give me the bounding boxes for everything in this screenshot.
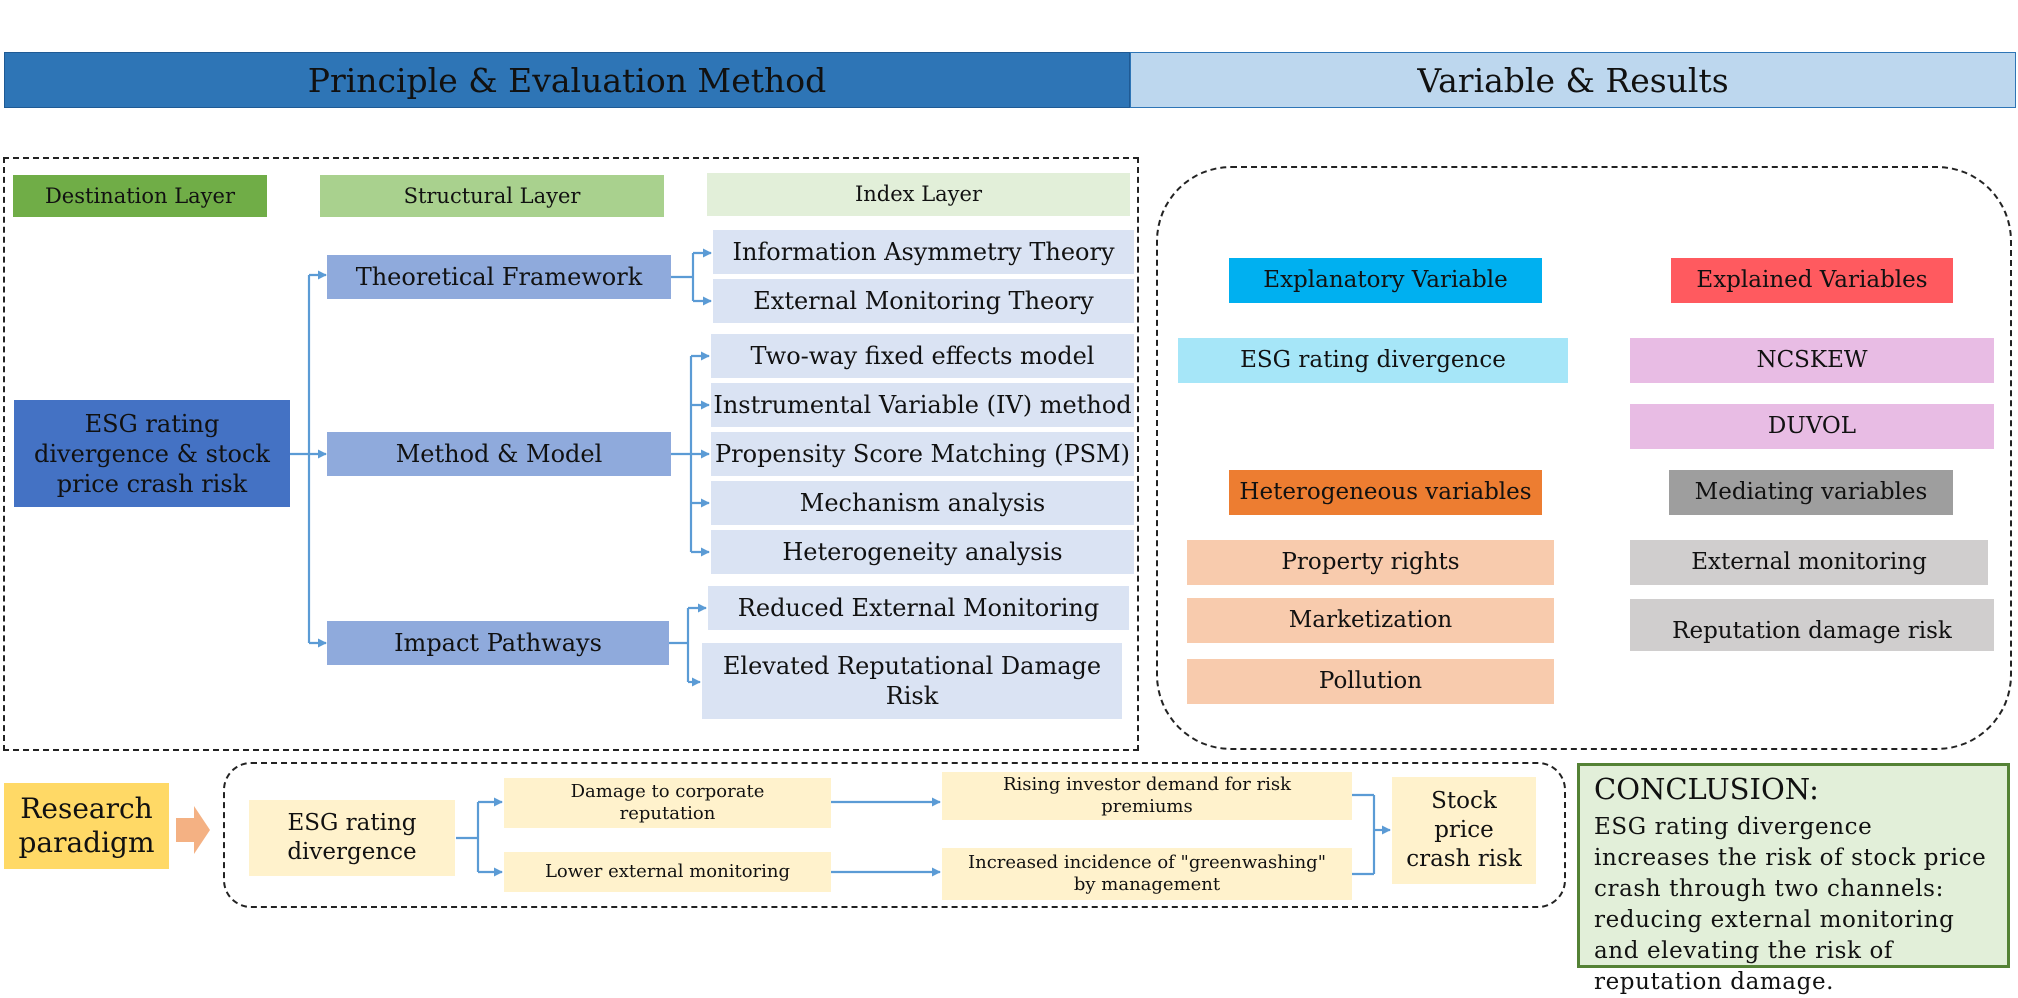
- mediating-reputation-damage-risk: Reputation damage risk: [1630, 599, 1994, 651]
- header-left: Principle & Evaluation Method: [4, 52, 1130, 108]
- index-external-monitoring-theory: External Monitoring Theory: [713, 279, 1134, 323]
- destination-layer-label: Destination Layer: [13, 175, 267, 217]
- index-layer-label: Index Layer: [707, 173, 1130, 216]
- paradigm-frame: [223, 762, 1566, 908]
- theoretical-framework-box: Theoretical Framework: [327, 255, 671, 299]
- paradigm-start-box: ESG rating divergence: [249, 800, 455, 876]
- index-mechanism-analysis: Mechanism analysis: [711, 481, 1134, 525]
- heterogeneous-marketization: Marketization: [1187, 598, 1554, 643]
- index-two-way-fixed-effects: Two-way fixed effects model: [711, 334, 1134, 378]
- impact-pathways-box: Impact Pathways: [327, 621, 669, 665]
- paradigm-end-box: Stock price crash risk: [1392, 777, 1536, 884]
- heterogeneous-pollution: Pollution: [1187, 659, 1554, 704]
- variables-frame: [1156, 166, 2012, 750]
- mediating-external-monitoring: External monitoring: [1630, 540, 1988, 585]
- mediating-variables-title: Mediating variables: [1669, 470, 1953, 515]
- method-frame: [3, 157, 1139, 751]
- index-information-asymmetry: Information Asymmetry Theory: [713, 230, 1134, 274]
- index-propensity-score-matching: Propensity Score Matching (PSM): [711, 432, 1134, 476]
- conclusion-title: CONCLUSION:: [1594, 772, 1819, 806]
- explanatory-variable-item: ESG rating divergence: [1178, 338, 1568, 383]
- research-paradigm-label: Research paradigm: [4, 783, 169, 869]
- root-node: ESG rating divergence & stock price cras…: [14, 400, 290, 507]
- paradigm-right-top-box: Rising investor demand for risk premiums: [942, 772, 1352, 820]
- paradigm-mid-bottom-box: Lower external monitoring: [504, 852, 831, 892]
- heterogeneous-property-rights: Property rights: [1187, 540, 1554, 585]
- conclusion-box: CONCLUSION: ESG rating divergence increa…: [1577, 763, 2010, 995]
- method-model-box: Method & Model: [327, 432, 671, 476]
- index-elevated-reputational-risk: Elevated Reputational Damage Risk: [702, 643, 1122, 719]
- heterogeneous-variables-title: Heterogeneous variables: [1229, 470, 1542, 515]
- explained-variable-ncskew: NCSKEW: [1630, 338, 1994, 383]
- structural-layer-label: Structural Layer: [320, 175, 664, 217]
- index-heterogeneity-analysis: Heterogeneity analysis: [711, 530, 1134, 574]
- index-reduced-external-monitoring: Reduced External Monitoring: [708, 586, 1129, 630]
- explained-variables-title: Explained Variables: [1671, 258, 1953, 303]
- explained-variable-duvol: DUVOL: [1630, 404, 1994, 449]
- index-instrumental-variable: Instrumental Variable (IV) method: [711, 383, 1134, 427]
- header-right: Variable & Results: [1130, 52, 2016, 108]
- paradigm-right-bottom-box: Increased incidence of "greenwashing" by…: [942, 848, 1352, 900]
- explanatory-variable-title: Explanatory Variable: [1229, 258, 1542, 303]
- conclusion-body: ESG rating divergence increases the risk…: [1594, 813, 1987, 996]
- paradigm-mid-top-box: Damage to corporate reputation: [504, 778, 831, 828]
- right-arrow-icon: [176, 806, 210, 854]
